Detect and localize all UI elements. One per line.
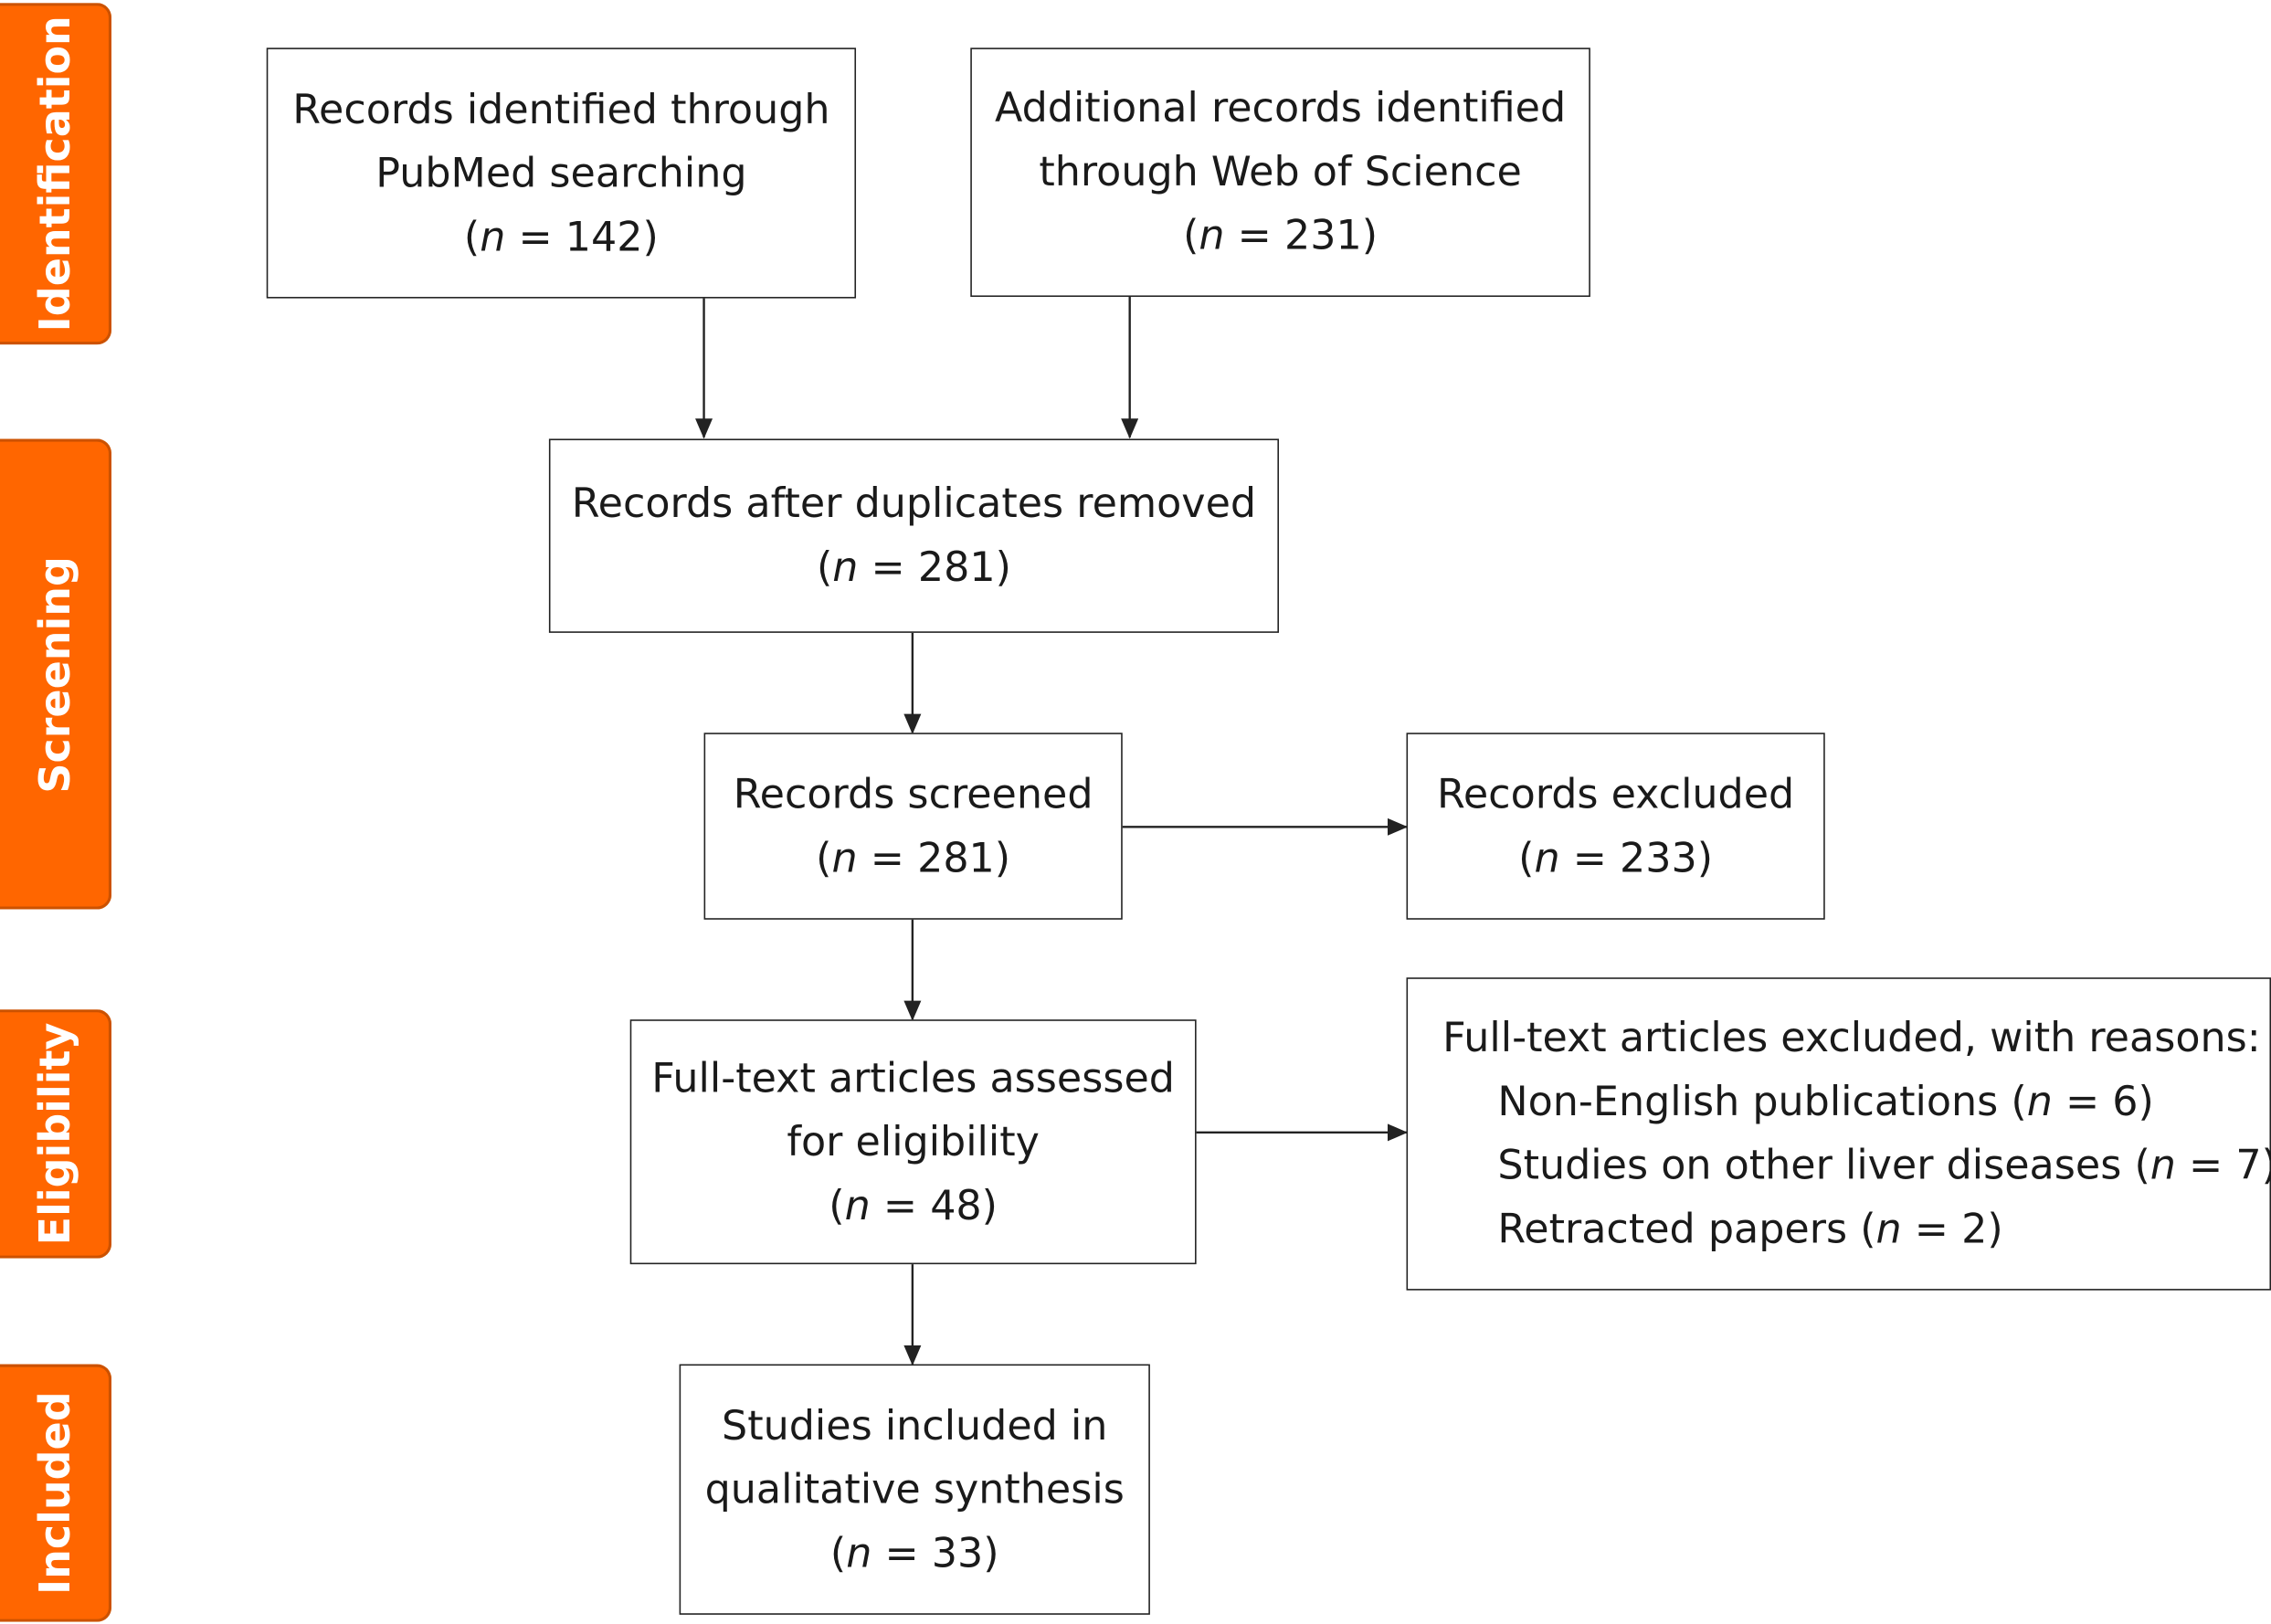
phase-identification: Identification: [0, 3, 112, 345]
box-pubmed-line1: Records identified through: [292, 84, 830, 133]
reason-other-liver-diseases: Studies on other liver diseases (n = 7): [1497, 1141, 2271, 1189]
box-pubmed-line2: PubMed searching: [375, 148, 747, 196]
phase-screening: Screening: [0, 438, 112, 910]
box-duplicates-removed: Records after duplicates removed (n = 28…: [548, 438, 1279, 633]
box-excluded-count: (n = 233): [1518, 833, 1714, 881]
box-records-excluded: Records excluded (n = 233): [1406, 733, 1825, 920]
box-screened-count: (n = 281): [816, 833, 1011, 881]
box-fulltext-excluded-reasons: Full-text articles excluded, with reason…: [1406, 977, 2271, 1291]
box-records-screened: Records screened (n = 281): [703, 733, 1123, 920]
box-pubmed-count: (n = 142): [463, 212, 659, 260]
reason-non-english: Non-English publications (n = 6): [1497, 1077, 2154, 1125]
box-fulltext-line2: for eligibility: [787, 1117, 1040, 1165]
box-fulltext-line1: Full-text articles assessed: [651, 1053, 1175, 1102]
box-studies-included: Studies included in qualitative synthesi…: [679, 1364, 1150, 1615]
phase-eligibility: Eligibility: [0, 1009, 112, 1259]
phase-included: Included: [0, 1364, 112, 1622]
box-included-line1: Studies included in: [722, 1400, 1108, 1450]
box-excluded-line1: Records excluded: [1437, 769, 1795, 818]
box-included-count: (n = 33): [829, 1528, 999, 1577]
reason-retracted-papers: Retracted papers (n = 2): [1497, 1205, 2003, 1253]
box-screened-line1: Records screened: [733, 769, 1093, 818]
box-wos-line2: through Web of Science: [1039, 147, 1522, 196]
box-pubmed-records: Records identified through PubMed search…: [266, 47, 857, 299]
box-wos-records: Additional records identified through We…: [970, 47, 1590, 298]
box-reasons-title: Full-text articles excluded, with reason…: [1442, 1013, 2261, 1062]
box-included-line2: qualitative synthesis: [704, 1464, 1125, 1513]
box-fulltext-count: (n = 48): [829, 1180, 998, 1229]
box-duplicates-count: (n = 281): [816, 543, 1011, 591]
box-wos-count: (n = 231): [1183, 211, 1378, 259]
box-wos-line1: Additional records identified: [994, 83, 1567, 132]
box-fulltext-assessed: Full-text articles assessed for eligibil…: [629, 1019, 1197, 1265]
box-duplicates-line1: Records after duplicates removed: [571, 479, 1257, 528]
